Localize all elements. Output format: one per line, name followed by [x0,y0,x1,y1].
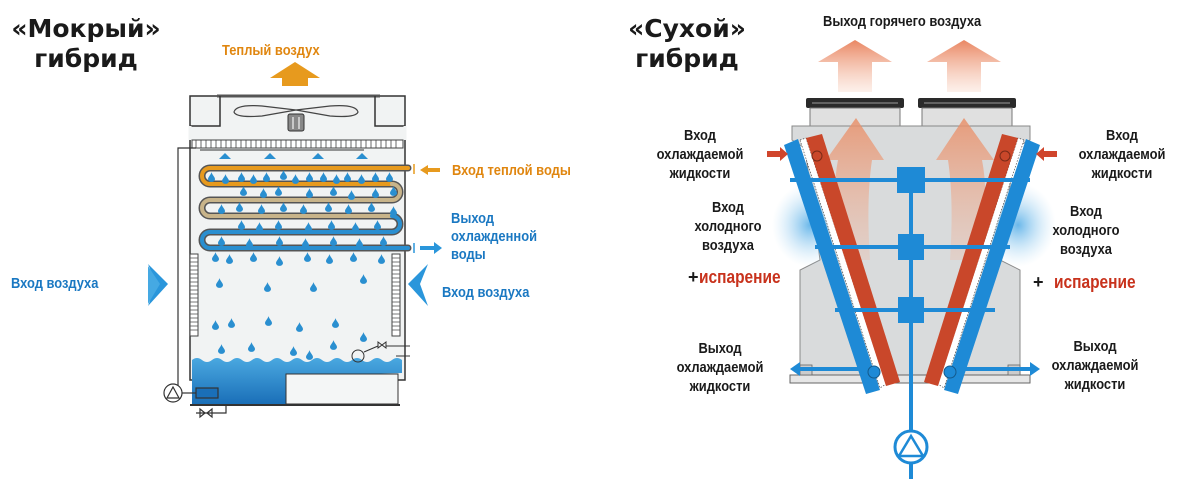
air-in-left-arrow-icon [148,264,168,306]
fluid-in-right-line1: Вход [1106,127,1138,144]
cooled-water-out-line3: воды [451,246,486,263]
fluid-out-left-arrow-icon [790,362,864,376]
air-in-right-label: Вход воздуха [442,284,530,301]
fluid-in-left-label: Вход охлаждаемой жидкости [648,126,751,183]
fluid-in-right-label: Вход охлаждаемой жидкости [1070,126,1173,183]
cold-air-in-left-line3: воздуха [702,237,754,254]
warm-air-arrow-icon [270,62,320,86]
v-coil-left [784,134,900,394]
cooled-water-out-line2: охлажденной [451,228,538,245]
cold-air-in-right-label: Вход холодного воздуха [1043,202,1129,259]
fluid-out-left-line1: Выход [698,340,742,357]
warm-water-in-label: Вход теплой воды [452,162,571,179]
air-in-left-label: Вход воздуха [11,275,99,292]
fluid-out-right-line3: жидкости [1064,376,1126,393]
pump-icon [163,147,227,419]
spray-manifold [790,167,1030,479]
water-basin [190,358,402,406]
dry-hybrid-title: «Сухой» гибрид [612,14,762,74]
plus-icon: + [1033,272,1044,292]
cold-air-in-right-line1: Вход [1070,203,1102,220]
fluid-in-right-line2: охлаждаемой [1078,146,1166,163]
cold-air-in-left-label: Вход холодного воздуха [685,198,771,255]
cooled-water-out-arrow-icon [413,242,442,254]
v-coil-right [924,134,1040,394]
fluid-in-right-arrow-icon [1036,147,1057,161]
evaporation-left-text: испарение [698,267,781,287]
fluid-out-right-label: Выход охлаждаемой жидкости [1048,337,1143,394]
fluid-in-left-line3: жидкости [669,165,731,182]
wet-hybrid-title: «Мокрый» гибрид [6,14,166,74]
heat-exchanger-coil [198,164,412,252]
wet-hybrid-title-line1: «Мокрый» [11,14,161,43]
wet-hybrid-title-line2: гибрид [34,44,138,73]
fluid-in-left-line1: Вход [684,127,716,144]
fluid-out-right-line1: Выход [1073,338,1117,355]
fluid-in-left-arrow-icon [767,147,788,161]
fan-housings [806,98,1016,127]
air-inlet-louvers [189,253,401,337]
fluid-in-left-line2: охлаждаемой [656,146,744,163]
fluid-in-right-line3: жидкости [1091,165,1153,182]
makeup-valve-icon [351,341,410,363]
hot-air-out-arrow-icon [818,40,1001,92]
fan-icon [233,105,359,132]
fluid-out-right-arrow-icon [962,362,1040,376]
dry-hybrid-title-line1: «Сухой» [628,14,746,43]
warm-water-in-arrow-icon [413,164,440,175]
cold-air-in-right-line3: воздуха [1060,241,1112,258]
hot-air-out-label: Выход горячего воздуха [823,13,982,30]
plus-icon: + [688,267,699,287]
air-in-right-arrow-icon [408,264,428,306]
evaporation-left-label: +испарение [688,267,793,288]
fluid-out-left-label: Выход охлаждаемой жидкости [673,339,768,396]
evaporation-right-text: испарение [1053,272,1136,292]
dry-hybrid-title-line2: гибрид [635,44,739,73]
fluid-out-left-line3: жидкости [689,378,751,395]
cold-air-in-left-line1: Вход [712,199,744,216]
cold-air-in-left-line2: холодного [694,218,762,235]
fluid-out-right-line2: охлаждаемой [1051,357,1139,374]
wet-tower-housing [188,94,407,381]
cold-air-in-right-line2: холодного [1052,222,1120,239]
evaporation-right-label: + испарение [1033,272,1148,293]
pump-icon-dry [893,429,929,465]
spray-nozzles [200,149,368,159]
cooled-water-out-label: Выход охлажденной воды [451,210,537,264]
cooled-water-out-line1: Выход [451,210,495,227]
warm-air-out-label: Теплый воздух [222,42,320,59]
fluid-out-left-line2: охлаждаемой [676,359,764,376]
